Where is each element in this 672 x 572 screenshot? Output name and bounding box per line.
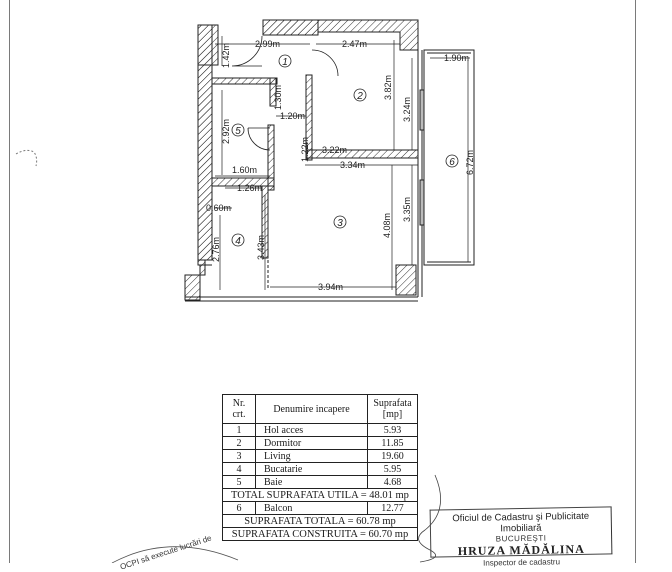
- dim-bucatarie-height: 2.76m: [211, 237, 221, 262]
- total-row: SUPRAFATA TOTALA = 60.78 mp: [222, 514, 418, 528]
- dim-dormitor-width: 2.47m: [342, 39, 367, 49]
- room-number-1: 1: [282, 57, 288, 68]
- room-number-3: 3: [337, 218, 343, 229]
- dim-hol-inner: 1.30m: [273, 85, 283, 110]
- row-area: 11.85: [367, 436, 418, 450]
- margin-mark: [15, 149, 38, 167]
- dim-hol-width: 2.99m: [255, 39, 280, 49]
- dim-living-height: 4.08m: [382, 213, 392, 238]
- row-name: Dormitor: [255, 436, 368, 450]
- row-name: Hol acces: [255, 423, 368, 437]
- row-name: Living: [255, 449, 368, 463]
- table-header-row: Nr. crt. Denumire incapere Suprafata [mp…: [222, 394, 418, 424]
- table-row: 2 Dormitor 11.85: [222, 436, 418, 450]
- dim-dormitor-height: 3.82m: [383, 75, 393, 100]
- dim-wall-right-upper: 3.24m: [402, 97, 412, 122]
- construita-row: SUPRAFATA CONSTRUITA = 60.70 mp: [222, 527, 418, 541]
- header-name: Denumire incapere: [255, 394, 368, 424]
- stamp-name: HRUZA MĂDĂLINA: [457, 541, 585, 559]
- table-row: 6 Balcon 12.77: [222, 501, 418, 515]
- page-border-right: [635, 0, 636, 563]
- dim-dormitor-side: 1.22m: [300, 137, 310, 162]
- dim-dormitor-bottom-outer: 3.34m: [340, 160, 365, 170]
- stamp-office: Oficiul de Cadastru şi Publicitate Imobi…: [452, 510, 590, 535]
- dim-baie-height: 2.92m: [221, 119, 231, 144]
- dim-baie-bottom: 1.26m: [237, 183, 262, 193]
- page-border-left: [9, 0, 10, 563]
- header-nr: Nr. crt.: [222, 394, 256, 424]
- row-area: 5.93: [367, 423, 418, 437]
- row-name: Balcon: [255, 501, 368, 515]
- row-name: Baie: [255, 475, 368, 489]
- dim-wall-right-lower: 3.35m: [402, 197, 412, 222]
- inspector-stamp: Oficiul de Cadastru şi Publicitate Imobi…: [429, 506, 613, 568]
- signature: [418, 474, 441, 563]
- total-utila: TOTAL SUPRAFATA UTILA = 48.01 mp: [222, 488, 418, 502]
- row-nr: 1: [222, 423, 256, 437]
- dim-living-width: 3.94m: [318, 282, 343, 292]
- floor-plan: 2.99m 2.47m 1.90m 1.20m 3.22m 3.34m 1.60…: [184, 19, 475, 302]
- row-name: Bucatarie: [255, 462, 368, 476]
- area-table: Nr. crt. Denumire incapere Suprafata [mp…: [222, 394, 418, 541]
- dim-balcon-width: 1.90m: [444, 53, 469, 63]
- table-row: 1 Hol acces 5.93: [222, 423, 418, 437]
- table-row: 5 Baie 4.68: [222, 475, 418, 489]
- row-nr: 2: [222, 436, 256, 450]
- table-row: 4 Bucatarie 5.95: [222, 462, 418, 476]
- total-utila-row: TOTAL SUPRAFATA UTILA = 48.01 mp: [222, 488, 418, 502]
- row-nr: 6: [222, 501, 256, 515]
- table-row: 3 Living 19.60: [222, 449, 418, 463]
- room-number-2: 2: [356, 91, 363, 102]
- row-area: 19.60: [367, 449, 418, 463]
- dim-living-left: 3.43m: [256, 235, 266, 260]
- room-number-5: 5: [235, 126, 241, 137]
- room-number-6: 6: [449, 157, 455, 168]
- round-stamp-arc: [111, 546, 239, 563]
- header-area: Suprafata [mp]: [367, 394, 418, 424]
- dim-dormitor-bottom-inner: 3.22m: [322, 145, 347, 155]
- dim-hol-left-height: 1.42m: [221, 43, 231, 68]
- room-number-4: 4: [235, 236, 241, 247]
- built-area: SUPRAFATA CONSTRUITA = 60.70 mp: [222, 527, 418, 541]
- total-area: SUPRAFATA TOTALA = 60.78 mp: [222, 514, 418, 528]
- dim-bucatarie-step: 0.60m: [206, 203, 231, 213]
- row-nr: 4: [222, 462, 256, 476]
- dim-balcon-length: 6.72m: [465, 150, 475, 175]
- row-nr: 5: [222, 475, 256, 489]
- dim-hol-step: 1.20m: [280, 111, 305, 121]
- row-nr: 3: [222, 449, 256, 463]
- dim-baie-width: 1.60m: [232, 165, 257, 175]
